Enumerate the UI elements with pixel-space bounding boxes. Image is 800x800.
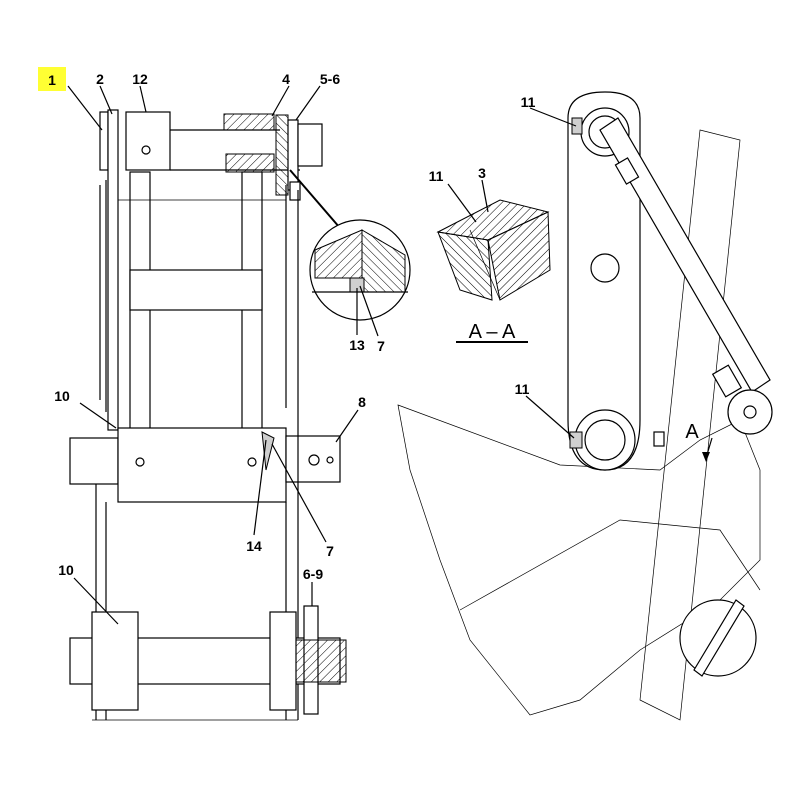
bolt-hole-top	[141, 145, 151, 155]
detail-circle	[289, 169, 411, 321]
callout-11-section[interactable]: 11	[429, 168, 444, 184]
leader-lines	[67, 85, 577, 625]
callout-1-highlight	[38, 67, 66, 91]
callout-13[interactable]: 13	[349, 337, 365, 353]
cross-bar	[129, 269, 263, 311]
lug-part-8	[285, 435, 341, 483]
middle-bracket	[117, 427, 287, 503]
boss-left	[69, 437, 119, 485]
nut-part-6	[297, 123, 323, 167]
callout-8[interactable]: 8	[358, 394, 366, 410]
left-assembly	[69, 109, 347, 721]
callout-10-upper[interactable]: 10	[54, 388, 70, 404]
callout-1[interactable]: 1	[48, 72, 56, 88]
section-a-a	[436, 199, 551, 343]
callout-labels: 1 2 12 4 5-6 13 7 10 8 14 7 10 6-9 11 3 …	[38, 67, 699, 582]
callout-11-bottom[interactable]: 11	[515, 381, 530, 397]
callout-3[interactable]: 3	[478, 165, 486, 181]
mid-hole	[590, 253, 620, 283]
block-part-4	[223, 113, 275, 131]
right-linkage	[397, 91, 773, 721]
callout-7-detail[interactable]: 7	[377, 338, 385, 354]
bottom-nut	[295, 639, 347, 683]
callout-12[interactable]: 12	[132, 71, 148, 87]
block-part-12	[125, 111, 171, 171]
callout-7-bracket[interactable]: 7	[326, 543, 334, 559]
bottom-hub-right	[269, 611, 297, 711]
section-title: A – A	[469, 321, 516, 343]
plate-part-2	[99, 111, 109, 171]
callout-10-lower[interactable]: 10	[58, 562, 74, 578]
section-arrow-label: A	[685, 421, 699, 443]
lower-bolt	[693, 599, 745, 677]
washer-part-5	[287, 119, 299, 191]
callout-14[interactable]: 14	[246, 538, 262, 554]
flange	[275, 114, 289, 196]
bottom-pin	[574, 409, 636, 471]
callout-11-top[interactable]: 11	[521, 94, 536, 110]
callout-5-6[interactable]: 5-6	[320, 71, 340, 87]
callout-6-9[interactable]: 6-9	[303, 566, 323, 582]
callout-2[interactable]: 2	[96, 71, 104, 87]
callout-4[interactable]: 4	[282, 71, 290, 87]
link-end-pin	[727, 389, 773, 435]
bottom-hub-left	[91, 611, 139, 711]
lower-block	[225, 153, 275, 173]
side-plate-left	[107, 109, 119, 431]
pin-part-14	[261, 431, 275, 471]
